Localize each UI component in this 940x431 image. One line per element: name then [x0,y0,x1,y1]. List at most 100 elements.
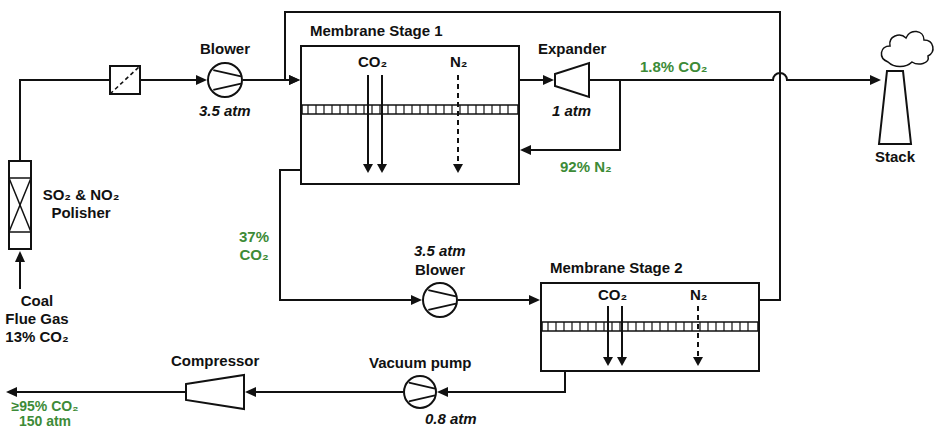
membrane-tick [667,322,668,331]
arrow-head [245,387,256,397]
permeation-arrow [621,306,623,358]
shape-part [213,84,241,90]
arrow-head [289,75,300,85]
blower-symbol-outline [422,282,458,318]
flow-line [520,75,554,85]
equipment-label: Blower [200,40,250,58]
polisher-column: SO₂ & NO₂ Polisher [8,160,32,250]
membrane-tick [675,322,676,331]
gas-label: CO₂ [598,286,627,304]
equipment-label: Expander [538,40,606,58]
flow-line [280,170,422,305]
flow-line [590,73,881,85]
gas-label: N₂ [690,286,708,304]
membrane-tick [619,322,620,331]
shape-part [9,177,31,179]
membrane-tick [427,105,428,114]
membrane-tick [499,105,500,114]
vacuum-pump-symbol: Vacuum pump0.8 atm [403,375,437,409]
membrane-module-outline [540,282,760,372]
module-title: Membrane Stage 1 [310,22,443,40]
membrane-tick [323,105,324,114]
membrane-tick [715,322,716,331]
arrow-head [411,295,422,305]
shape-part [409,395,435,401]
membrane-tick [547,322,548,331]
arrow-head [453,164,463,173]
pressure-label: 3.5 atm [199,102,251,120]
membrane-band [542,322,758,331]
arrow-head [603,357,613,366]
flow-path [590,73,872,80]
membrane-tick [643,322,644,331]
membrane-tick [731,322,732,331]
flow-line [437,372,565,397]
arrow-head [520,145,531,155]
feed-label: Coal Flue Gas 13% CO₂ [4,292,70,346]
membrane-tick [699,322,700,331]
expander-symbol: Expander1 atm [554,62,590,98]
polisher-column-outline [8,160,32,250]
permeation-arrows [603,306,703,366]
membrane-tick [651,322,652,331]
permeation-arrow [457,75,459,165]
equipment-label: SO₂ & NO₂ Polisher [40,186,122,222]
shape-part [409,383,435,389]
membrane-tick [691,322,692,331]
membrane-tick [603,322,604,331]
membrane-tick [467,105,468,114]
membrane-tick [419,105,420,114]
arrow-head [870,75,881,85]
membrane-tick [459,105,460,114]
shape-part [9,231,31,233]
membrane-tick [571,322,572,331]
pressure-label: 1 atm [552,102,591,120]
membrane-tick [507,105,508,114]
pressure-label: 3.5 atm [414,242,466,260]
membrane-tick [555,322,556,331]
membrane-tick [579,322,580,331]
expander-symbol-outline [554,62,590,98]
arrow-head [543,75,554,85]
membrane-module-outline [300,45,520,185]
membrane-tick [595,322,596,331]
shape-part [9,178,31,232]
shape-part [9,161,31,249]
flow-path [243,79,291,81]
shape-part [879,71,911,144]
shape-part [208,63,242,97]
flow-line [458,295,540,305]
equipment-label: Vacuum pump [369,354,472,372]
shape-part [555,63,589,97]
flow-path [254,391,403,393]
arrow-head [617,357,627,366]
permeation-arrow [381,75,383,165]
membrane-band [302,105,518,114]
arrow-head [289,75,300,85]
flue-gas-inlet-arrow [15,251,25,289]
flow-path [280,170,413,300]
membrane-tick [611,322,612,331]
flow-path [285,12,780,300]
gas-label: CO₂ [358,53,387,71]
shape-part [9,178,31,232]
flow-path [458,299,531,301]
membrane-tick [443,105,444,114]
vacuum-pump-symbol-outline [403,375,437,409]
membrane-tick [747,322,748,331]
shape-part [428,304,456,310]
permeation-arrows [363,75,463,173]
membrane-tick [659,322,660,331]
membrane-tick [707,322,708,331]
membrane-tick [475,105,476,114]
membrane-tick [371,105,372,114]
permeation-arrow [697,306,699,358]
stack-symbol: Stack [878,70,912,145]
membrane-tick [363,105,364,114]
flow-line [245,387,403,397]
blower-symbol-outline [207,62,243,98]
arrow-head [377,164,387,173]
arrow-head [437,387,448,397]
shape-part [428,290,456,296]
compressor-symbol-outline [185,374,245,410]
